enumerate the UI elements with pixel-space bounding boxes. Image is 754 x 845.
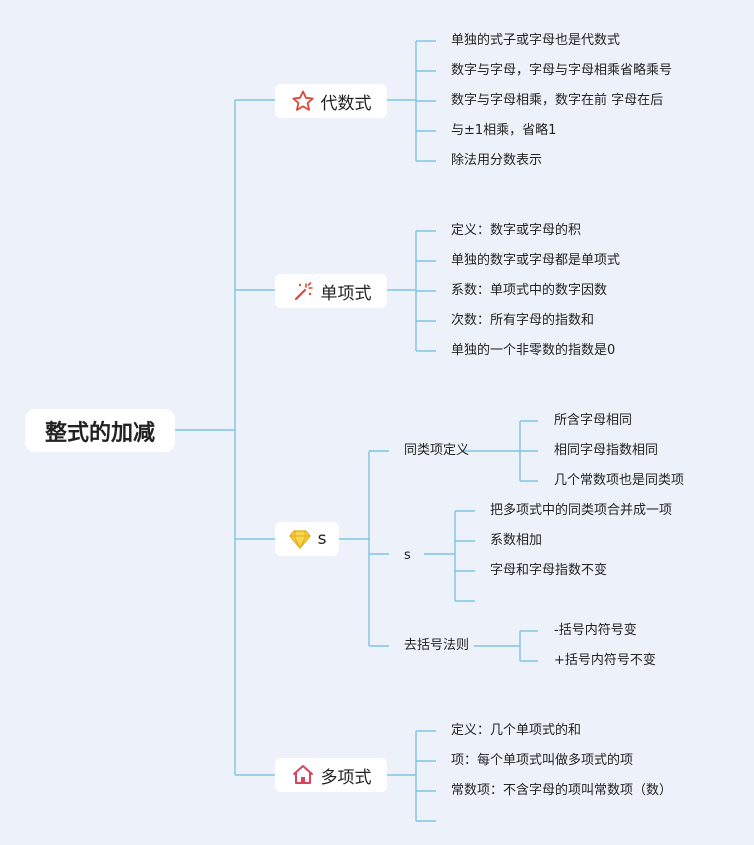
sub-topic[interactable]: 去括号法则 [404, 638, 470, 653]
leaf-item[interactable]: 单独的数字或字母都是单项式 [451, 253, 621, 268]
branch-label: s [317, 529, 327, 549]
leaf-item[interactable]: 单独的式子或字母也是代数式 [451, 33, 621, 48]
leaf-item[interactable]: 所含字母相同 [554, 413, 633, 428]
leaf-item[interactable]: 定义：数字或字母的积 [451, 223, 582, 238]
branch-label: 多项式 [320, 767, 372, 788]
star-icon [291, 90, 314, 111]
leaf-item[interactable]: 数字与字母相乘，数字在前 字母在后 [451, 93, 664, 108]
sub-topic[interactable]: s [404, 548, 411, 563]
leaf-item[interactable]: 数字与字母，字母与字母相乘省略乘号 [451, 63, 673, 78]
branch-label: 单项式 [320, 283, 372, 304]
branch-like-terms[interactable]: s [275, 522, 339, 556]
leaf-item[interactable]: -括号内符号变 [554, 623, 637, 638]
leaf-item[interactable]: 系数：单项式中的数字因数 [451, 283, 608, 298]
leaf-item[interactable]: 与±1相乘，省略1 [451, 123, 557, 138]
branch-algebraic-expression[interactable]: 代数式 [275, 84, 387, 118]
root-topic-label: 整式的加减 [44, 420, 155, 446]
leaf-item[interactable]: 常数项：不含字母的项叫常数项（数） [451, 783, 673, 798]
leaf-item[interactable]: 相同字母指数相同 [554, 443, 659, 458]
leaf-item[interactable]: 单独的一个非零数的指数是0 [451, 343, 616, 358]
root-topic[interactable]: 整式的加减 [25, 409, 175, 452]
leaf-item[interactable]: 项：每个单项式叫做多项式的项 [451, 753, 634, 768]
magic-wand-icon [294, 282, 313, 301]
house-icon [292, 765, 313, 784]
leaf-item[interactable]: 把多项式中的同类项合并成一项 [490, 503, 673, 518]
branch-polynomial[interactable]: 多项式 [275, 758, 387, 792]
leaf-item[interactable]: 字母和字母指数不变 [490, 563, 608, 578]
leaf-item[interactable]: 系数相加 [490, 533, 543, 548]
leaf-item[interactable]: 定义：几个单项式的和 [451, 723, 582, 738]
diamond-icon [288, 530, 311, 550]
leaf-item[interactable]: 几个常数项也是同类项 [554, 473, 685, 488]
leaf-item[interactable]: 除法用分数表示 [451, 153, 543, 168]
branch-label: 代数式 [320, 93, 372, 114]
leaf-item[interactable]: 次数：所有字母的指数和 [451, 313, 595, 328]
leaf-item[interactable]: +括号内符号不变 [554, 653, 656, 668]
branch-monomial[interactable]: 单项式 [275, 274, 387, 308]
sub-topic[interactable]: 同类项定义 [404, 443, 470, 458]
